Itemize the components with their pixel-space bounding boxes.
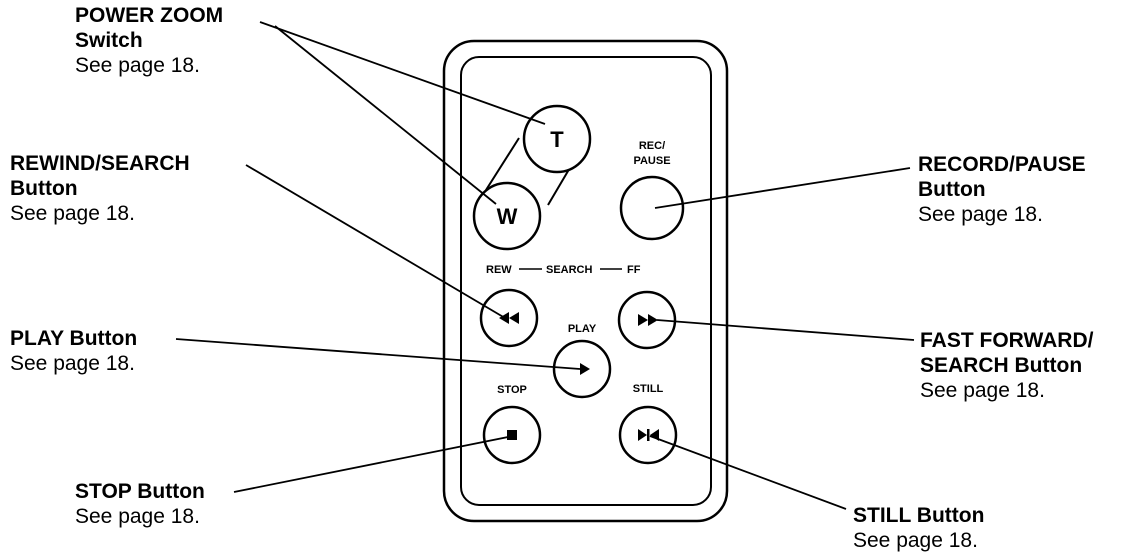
remote-inner-outline xyxy=(460,56,712,506)
callout-record-pause-title1: RECORD/PAUSE xyxy=(918,153,1086,176)
callout-record-pause: RECORD/PAUSE Button See page 18. xyxy=(918,152,1086,227)
callout-record-pause-title2: Button xyxy=(918,178,986,201)
callout-fast-forward-ref: See page 18. xyxy=(920,379,1045,402)
callout-play: PLAY Button See page 18. xyxy=(10,326,137,376)
stop-button[interactable] xyxy=(482,405,542,465)
stop-icon xyxy=(507,430,517,440)
callout-power-zoom-title1: POWER ZOOM xyxy=(75,4,224,27)
rew-label: REW xyxy=(486,264,512,276)
callout-play-ref: See page 18. xyxy=(10,352,135,375)
callout-play-title1: PLAY Button xyxy=(10,327,138,350)
play-button[interactable] xyxy=(552,339,612,399)
leader-lines xyxy=(175,21,915,510)
callout-still: STILL Button See page 18. xyxy=(853,503,984,553)
callout-power-zoom-ref: See page 18. xyxy=(75,54,200,77)
callout-still-title1: STILL Button xyxy=(853,504,985,527)
callout-stop: STOP Button See page 18. xyxy=(75,479,205,529)
rewind-button[interactable] xyxy=(479,288,539,348)
play-icon xyxy=(580,363,590,375)
ff-label: FF xyxy=(627,264,641,276)
leader-stop xyxy=(233,435,514,493)
rec-pause-button[interactable] xyxy=(619,175,685,241)
still-icon xyxy=(638,429,647,441)
callout-fast-forward-title2: SEARCH Button xyxy=(920,354,1083,377)
fast-forward-icon xyxy=(638,314,648,326)
leader-power-zoom-w xyxy=(274,25,497,205)
callout-still-ref: See page 18. xyxy=(853,529,978,552)
leader-ff xyxy=(656,319,915,341)
still-label: STILL xyxy=(633,383,664,395)
callout-fast-forward-title1: FAST FORWARD/ xyxy=(920,329,1094,352)
callout-fast-forward: FAST FORWARD/ SEARCH Button See page 18. xyxy=(920,328,1093,403)
leader-play xyxy=(175,338,581,370)
stop-label: STOP xyxy=(497,384,527,396)
play-label: PLAY xyxy=(568,323,597,335)
search-label: SEARCH xyxy=(546,264,593,276)
fast-forward-button[interactable] xyxy=(617,290,677,350)
tele-button[interactable]: T xyxy=(522,104,592,174)
callout-stop-ref: See page 18. xyxy=(75,505,200,528)
tele-button-label: T xyxy=(550,127,564,152)
callout-rewind-search-title2: Button xyxy=(10,177,78,200)
rec-pause-label-line1: REC/ xyxy=(639,140,665,152)
callout-stop-title1: STOP Button xyxy=(75,480,205,503)
wide-button[interactable]: W xyxy=(472,181,542,251)
callout-power-zoom: POWER ZOOM Switch See page 18. xyxy=(75,3,223,78)
rec-pause-label-line2: PAUSE xyxy=(633,155,670,167)
leader-still xyxy=(649,435,847,510)
still-button[interactable] xyxy=(618,405,678,465)
wide-button-label: W xyxy=(497,204,518,229)
callout-rewind-search-ref: See page 18. xyxy=(10,202,135,225)
leader-rewind xyxy=(245,164,506,319)
callout-record-pause-ref: See page 18. xyxy=(918,203,1043,226)
leader-power-zoom-t xyxy=(259,21,546,125)
leader-record xyxy=(654,167,911,209)
callout-rewind-search: REWIND/SEARCH Button See page 18. xyxy=(10,151,190,226)
callout-rewind-search-title1: REWIND/SEARCH xyxy=(10,152,190,175)
callout-power-zoom-title2: Switch xyxy=(75,29,143,52)
